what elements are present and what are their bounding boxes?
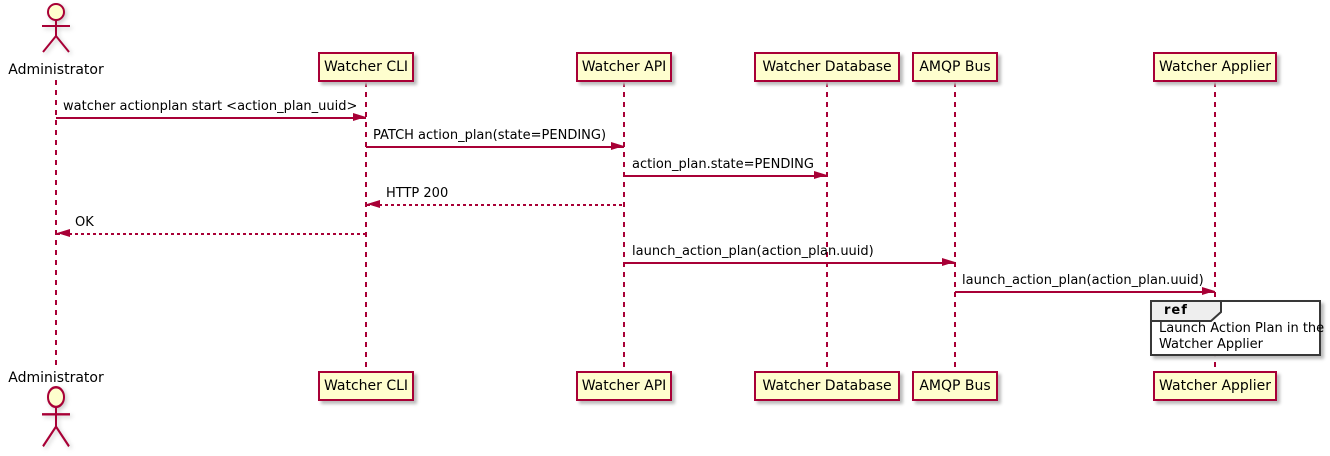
participant-box-watcher-api-bottom: Watcher API bbox=[576, 371, 672, 401]
message-line bbox=[955, 291, 1215, 293]
participant-name: Watcher API bbox=[581, 59, 667, 75]
ref-text-line2: Watcher Applier bbox=[1159, 337, 1263, 352]
actor-icon bbox=[42, 3, 70, 53]
message-line bbox=[366, 146, 624, 148]
participant-name: Watcher Applier bbox=[1159, 378, 1271, 394]
arrowhead-right-icon bbox=[611, 142, 624, 150]
arrowhead-left-icon bbox=[57, 229, 70, 237]
arrowhead-right-icon bbox=[814, 171, 827, 179]
arrowhead-left-icon bbox=[367, 200, 380, 208]
message-line-return bbox=[367, 204, 624, 206]
participant-box-watcher-applier-bottom: Watcher Applier bbox=[1153, 371, 1277, 401]
message-label-launch-action-plan-api: launch_action_plan(action_plan.uuid) bbox=[632, 244, 874, 259]
message-label-ok: OK bbox=[75, 215, 94, 230]
ref-tag-label: ref bbox=[1164, 303, 1188, 318]
participant-box-watcher-database-bottom: Watcher Database bbox=[754, 371, 900, 401]
participant-name: AMQP Bus bbox=[919, 378, 991, 394]
participant-box-watcher-applier-top: Watcher Applier bbox=[1153, 52, 1277, 82]
message-label-state-pending: action_plan.state=PENDING bbox=[632, 157, 814, 172]
participant-name: Watcher Database bbox=[762, 378, 892, 394]
participant-box-amqp-bus-top: AMQP Bus bbox=[912, 52, 998, 82]
ref-tab-shape bbox=[1150, 300, 1222, 322]
message-line bbox=[56, 117, 366, 119]
participant-box-watcher-cli-top: Watcher CLI bbox=[318, 52, 414, 82]
participant-name: Watcher Applier bbox=[1159, 59, 1271, 75]
message-line bbox=[624, 175, 827, 177]
ref-fragment: ref Launch Action Plan in the Watcher Ap… bbox=[1150, 300, 1325, 356]
participant-name: Watcher CLI bbox=[323, 59, 409, 75]
lifeline-amqp-bus bbox=[954, 82, 956, 371]
message-line-return bbox=[57, 233, 366, 235]
message-label-patch-action-plan: PATCH action_plan(state=PENDING) bbox=[373, 128, 607, 143]
participant-label-administrator-bottom: Administrator bbox=[8, 370, 104, 386]
participant-name: Watcher CLI bbox=[323, 378, 409, 394]
message-label-http-200: HTTP 200 bbox=[386, 186, 449, 201]
participant-name: Watcher Database bbox=[762, 59, 892, 75]
participant-name: Watcher API bbox=[581, 378, 667, 394]
message-label-launch-action-plan-bus: launch_action_plan(action_plan.uuid) bbox=[962, 273, 1204, 288]
lifeline-watcher-api bbox=[623, 82, 625, 371]
message-line bbox=[624, 262, 955, 264]
participant-box-watcher-api-top: Watcher API bbox=[576, 52, 672, 82]
message-label-actionplan-start: watcher actionplan start <action_plan_uu… bbox=[63, 99, 358, 114]
participant-box-watcher-cli-bottom: Watcher CLI bbox=[318, 371, 414, 401]
lifeline-watcher-applier bbox=[1214, 82, 1216, 371]
participant-name: AMQP Bus bbox=[919, 59, 991, 75]
arrowhead-right-icon bbox=[353, 113, 366, 121]
participant-box-amqp-bus-bottom: AMQP Bus bbox=[912, 371, 998, 401]
ref-text-line1: Launch Action Plan in the bbox=[1159, 321, 1325, 336]
participant-box-watcher-database-top: Watcher Database bbox=[754, 52, 900, 82]
actor-icon bbox=[42, 386, 70, 448]
lifeline-administrator bbox=[55, 80, 57, 370]
participant-label-administrator-top: Administrator bbox=[8, 62, 104, 78]
lifeline-watcher-cli bbox=[365, 82, 367, 371]
arrowhead-right-icon bbox=[1202, 287, 1215, 295]
arrowhead-right-icon bbox=[942, 258, 955, 266]
lifeline-watcher-database bbox=[826, 82, 828, 371]
